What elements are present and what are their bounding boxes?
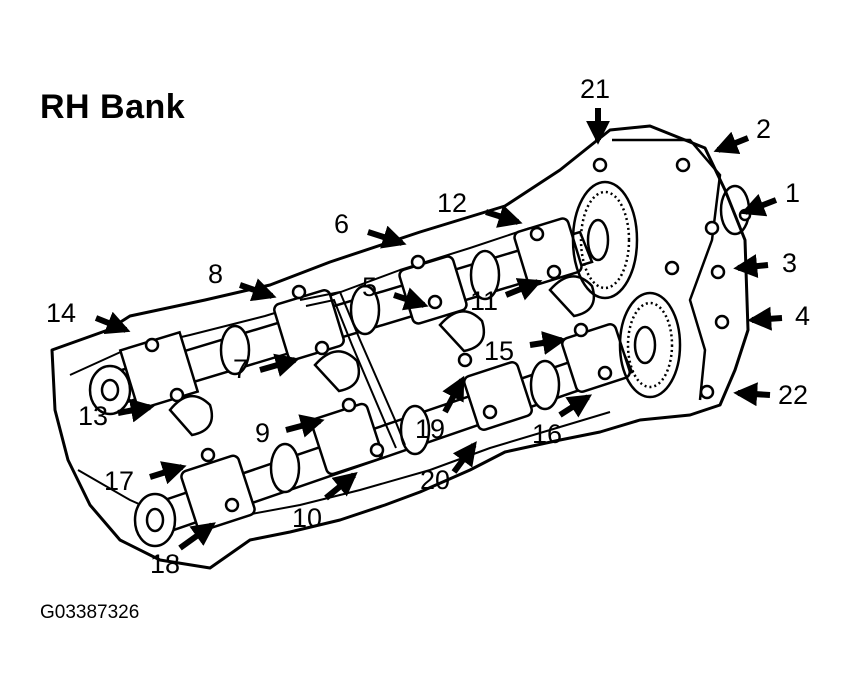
callout-22: 22 [778, 380, 808, 410]
callout-2: 2 [756, 114, 771, 144]
cam-lobes [168, 275, 596, 437]
rear-camshaft [88, 217, 594, 416]
callout-15: 15 [484, 336, 514, 366]
oil-pipe [299, 290, 406, 449]
callout-6: 6 [334, 209, 349, 239]
callout-5: 5 [362, 272, 377, 302]
callout-7: 7 [233, 354, 248, 384]
callout-1: 1 [785, 178, 800, 208]
bolt-heads [144, 157, 752, 513]
callout-arrows [94, 108, 783, 551]
callout-18: 18 [150, 549, 180, 579]
callout-17: 17 [104, 466, 134, 496]
diagram-title: RH Bank [40, 88, 186, 126]
front-camshaft [133, 323, 634, 548]
callout-4: 4 [795, 301, 810, 331]
figure-code: G03387326 [40, 602, 140, 623]
callout-13: 13 [78, 401, 108, 431]
callout-11: 11 [470, 286, 498, 316]
callout-14: 14 [46, 298, 76, 328]
callout-10: 10 [292, 503, 322, 533]
callout-19: 19 [415, 414, 445, 444]
callout-3: 3 [782, 248, 797, 278]
callout-16: 16 [532, 419, 562, 449]
callout-8: 8 [208, 259, 223, 289]
callout-9: 9 [255, 418, 270, 448]
callout-numbers: 21 2 1 3 4 22 12 6 8 5 11 14 7 13 15 16 … [46, 74, 810, 579]
callout-20: 20 [420, 465, 450, 495]
callout-12: 12 [437, 188, 467, 218]
callout-21: 21 [580, 74, 610, 104]
